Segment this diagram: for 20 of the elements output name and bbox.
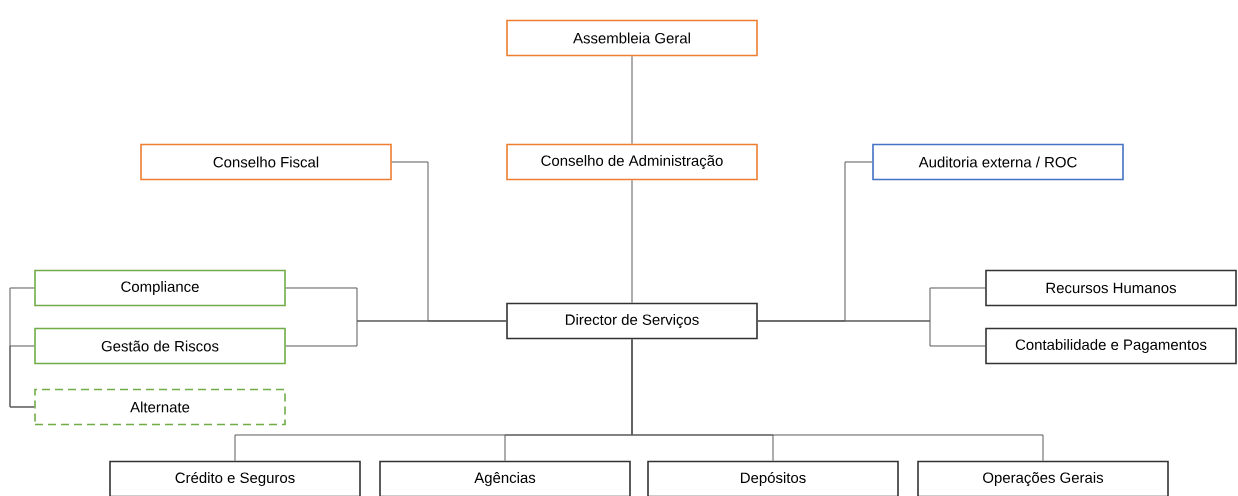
org-box: Conselho de Administração	[506, 143, 758, 181]
org-box: Director de Serviços	[506, 302, 758, 340]
org-box: Crédito e Seguros	[109, 460, 361, 496]
org-box: Compliance	[34, 269, 286, 307]
connector-line	[757, 320, 986, 347]
org-box: Alternate	[34, 388, 286, 426]
connector-line	[631, 179, 633, 304]
connector-line	[285, 320, 507, 347]
org-box: Depósitos	[647, 460, 899, 496]
org-box: Conselho Fiscal	[140, 143, 392, 181]
org-box: Gestão de Riscos	[34, 327, 286, 365]
connector-line	[9, 345, 35, 408]
connector-line	[631, 338, 1044, 462]
org-box: Auditoria externa / ROC	[872, 143, 1124, 181]
org-box: Recursos Humanos	[985, 269, 1237, 307]
org-box: Assembleia Geral	[506, 19, 758, 57]
org-box: Operações Gerais	[917, 460, 1169, 496]
connector-line	[631, 55, 633, 145]
org-box: Agências	[379, 460, 631, 496]
org-box: Contabilidade e Pagamentos	[985, 327, 1237, 365]
